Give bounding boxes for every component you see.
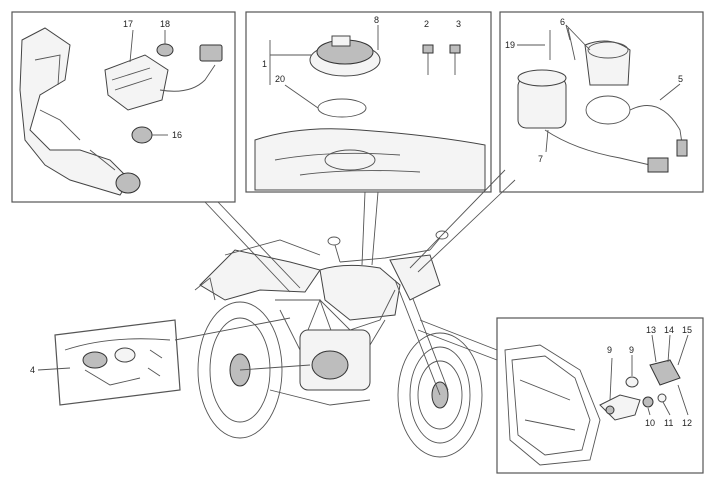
callout-12: 12 xyxy=(682,418,692,428)
motorcycle-illustration xyxy=(194,230,483,458)
panel-left-middle: 4 xyxy=(30,319,181,406)
callout-16: 16 xyxy=(172,130,182,140)
callout-13: 13 xyxy=(646,325,656,335)
callout-9-right: 9 xyxy=(629,345,634,355)
callout-5: 5 xyxy=(678,74,683,84)
callout-17: 17 xyxy=(123,19,133,29)
panel-top-left: 17 18 16 xyxy=(11,11,236,203)
callout-8: 8 xyxy=(374,15,379,25)
callout-4: 4 xyxy=(30,365,35,375)
callout-15: 15 xyxy=(682,325,692,335)
callout-20: 20 xyxy=(275,74,285,84)
callout-14: 14 xyxy=(664,325,674,335)
callout-9-left: 9 xyxy=(607,345,612,355)
callout-3: 3 xyxy=(456,19,461,29)
callout-6-top: 6 xyxy=(560,17,565,27)
panel-top-right: 19 6 5 7 xyxy=(499,11,704,193)
callout-11: 11 xyxy=(664,418,673,428)
callout-1: 1 xyxy=(262,59,267,69)
callout-19: 19 xyxy=(505,40,515,50)
panel-connector-lines xyxy=(174,169,516,361)
callout-18: 18 xyxy=(160,19,170,29)
callout-2: 2 xyxy=(424,19,429,29)
panel-top-center: 1 20 8 2 3 xyxy=(245,11,492,193)
callout-7: 7 xyxy=(538,154,543,164)
callout-10: 10 xyxy=(645,418,655,428)
panel-bottom-right: 9 9 13 14 15 10 11 12 xyxy=(496,317,704,474)
